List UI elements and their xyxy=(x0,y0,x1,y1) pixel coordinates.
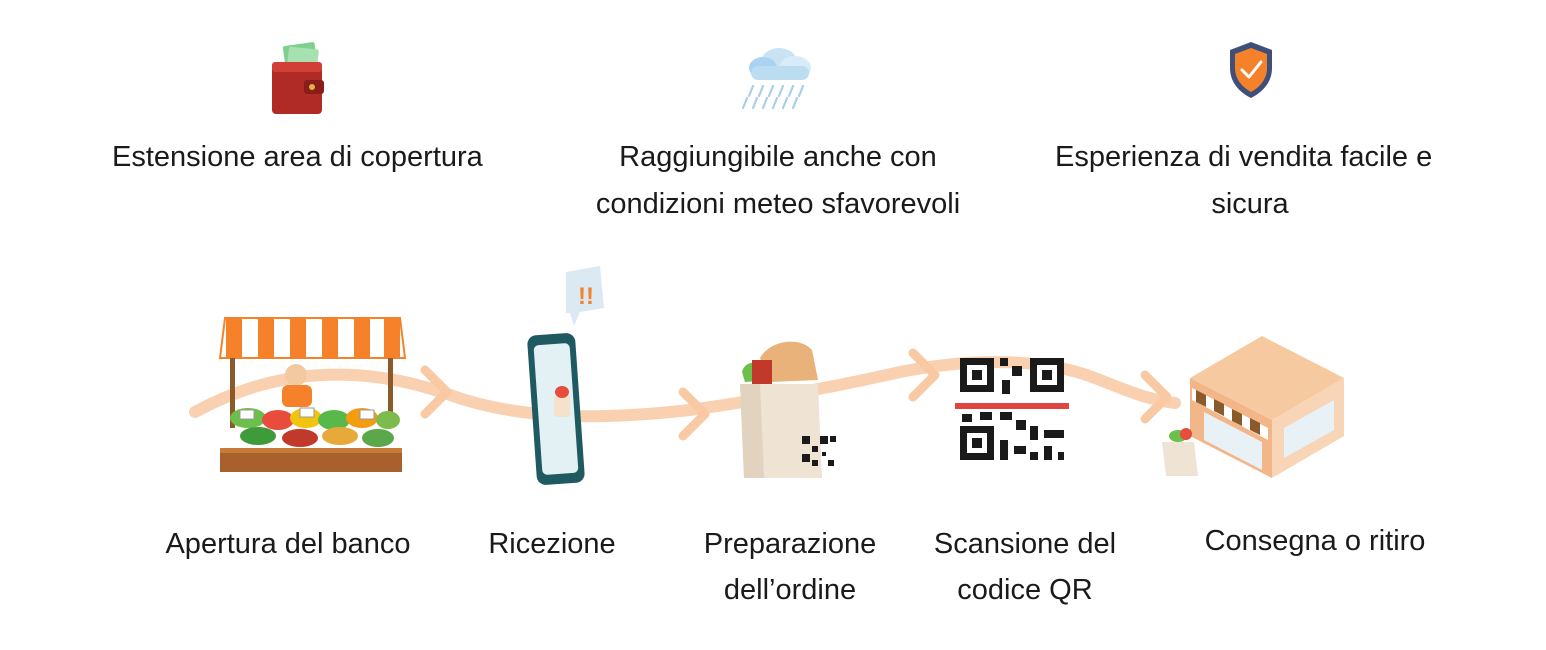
flow-arrow-2 xyxy=(678,387,710,441)
flow-arrow-1 xyxy=(420,365,452,419)
benefit-coverage-label: Estensione area di copertura xyxy=(112,141,483,173)
step-label-qr-scan-line-2: codice QR xyxy=(957,574,1093,606)
cloud-rain-icon xyxy=(741,48,811,110)
benefit-weather-line-2: condizioni meteo sfavorevoli xyxy=(595,188,961,220)
wallet-money-icon xyxy=(272,42,324,114)
shield-check-icon xyxy=(1230,42,1272,98)
step-label-order-prep-line-1: Preparazione xyxy=(703,528,877,560)
step-label-order-prep-line-2: dell’ordine xyxy=(723,574,857,606)
qr-code-scan-icon xyxy=(955,358,1069,460)
shopping-bag-icon xyxy=(740,341,836,478)
flow-arrow-3 xyxy=(908,348,940,402)
step-label-reception: Ricezione xyxy=(488,528,616,560)
benefit-secure-line-1: Esperienza di vendita facile e xyxy=(1055,141,1433,173)
smartphone-notification-icon: !! xyxy=(527,266,604,485)
shop-building-icon xyxy=(1162,336,1344,478)
benefit-weather-line-1: Raggiungibile anche con xyxy=(619,141,937,173)
step-label-qr-scan-line-1: Scansione del xyxy=(933,528,1117,560)
market-stall-icon xyxy=(218,317,407,472)
benefit-secure-line-2: sicura xyxy=(1211,188,1289,220)
svg-text:!!: !! xyxy=(578,283,594,310)
step-label-stall-opening: Apertura del banco xyxy=(165,528,411,560)
step-label-delivery-pickup: Consegna o ritiro xyxy=(1204,525,1426,557)
flow-arrow-4 xyxy=(1140,370,1172,424)
